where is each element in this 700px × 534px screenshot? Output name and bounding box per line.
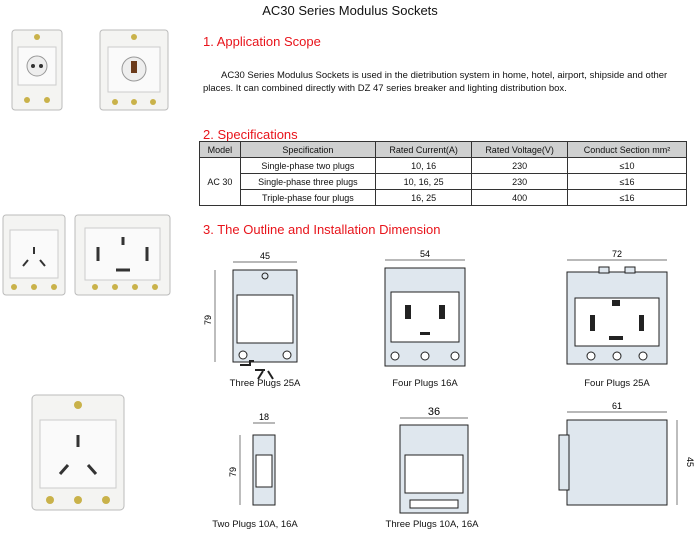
drawing-label: Two Plugs 10A, 16A	[212, 519, 298, 530]
col-current: Rated Current(A)	[375, 141, 473, 158]
dim-width-4: 18	[259, 412, 269, 422]
product-photo-two-plug	[11, 29, 63, 111]
table-header-row: Model Specification Rated Current(A) Rat…	[199, 141, 687, 158]
dim-width-2: 54	[420, 249, 430, 259]
cell: 230	[471, 157, 569, 174]
cell: ≤16	[567, 189, 687, 206]
product-photo-three-plug	[2, 214, 66, 296]
cell: ≤16	[567, 173, 687, 190]
dim-width-3: 72	[612, 249, 622, 259]
product-photo-large-three-plug	[31, 394, 125, 511]
col-section: Conduct Section mm²	[567, 141, 687, 158]
cell: 400	[471, 189, 569, 206]
page-title: AC30 Series Modulus Sockets	[262, 3, 438, 18]
dim-width-1: 45	[260, 251, 270, 261]
scope-heading: 1. Application Scope	[203, 34, 321, 49]
dim-width-5: 36	[428, 406, 440, 418]
drawing-label: Four Plugs 25A	[584, 378, 650, 389]
cell: 16, 25	[375, 189, 473, 206]
cell: Single-phase three plugs	[239, 173, 377, 190]
product-photo-four-plug	[74, 214, 171, 296]
drawing-label: Three Plugs 10A, 16A	[385, 519, 479, 530]
product-photos	[2, 29, 171, 511]
cell: 10, 16, 25	[375, 173, 473, 190]
outline-heading: 3. The Outline and Installation Dimensio…	[203, 222, 441, 237]
cell: ≤10	[567, 157, 687, 174]
scope-text: AC30 Series Modulus Sockets is used in t…	[203, 70, 668, 94]
cell: Triple-phase four plugs	[239, 189, 377, 206]
col-spec: Specification	[239, 141, 377, 158]
cell: Single-phase two plugs	[239, 157, 377, 174]
specs-table: Model Specification Rated Current(A) Rat…	[199, 141, 687, 206]
specs-heading: 2. Specifications	[203, 127, 298, 142]
dim-width-6: 61	[612, 401, 622, 411]
dimension-drawings: 45 79 54 72 18 79 36 61 45	[203, 249, 695, 514]
col-voltage: Rated Voltage(V)	[471, 141, 569, 158]
drawing-label: Three Plugs 25A	[229, 378, 301, 389]
cell: 230	[471, 173, 569, 190]
cell: 10, 16	[375, 157, 473, 174]
dim-height-6: 45	[685, 457, 695, 467]
drawing-label: Four Plugs 16A	[392, 378, 458, 389]
dim-height-4: 79	[228, 467, 238, 477]
col-model: Model	[199, 141, 241, 158]
model-cell: AC 30	[199, 157, 241, 206]
dim-height-1: 79	[203, 315, 213, 325]
product-photo-universal	[99, 29, 169, 111]
